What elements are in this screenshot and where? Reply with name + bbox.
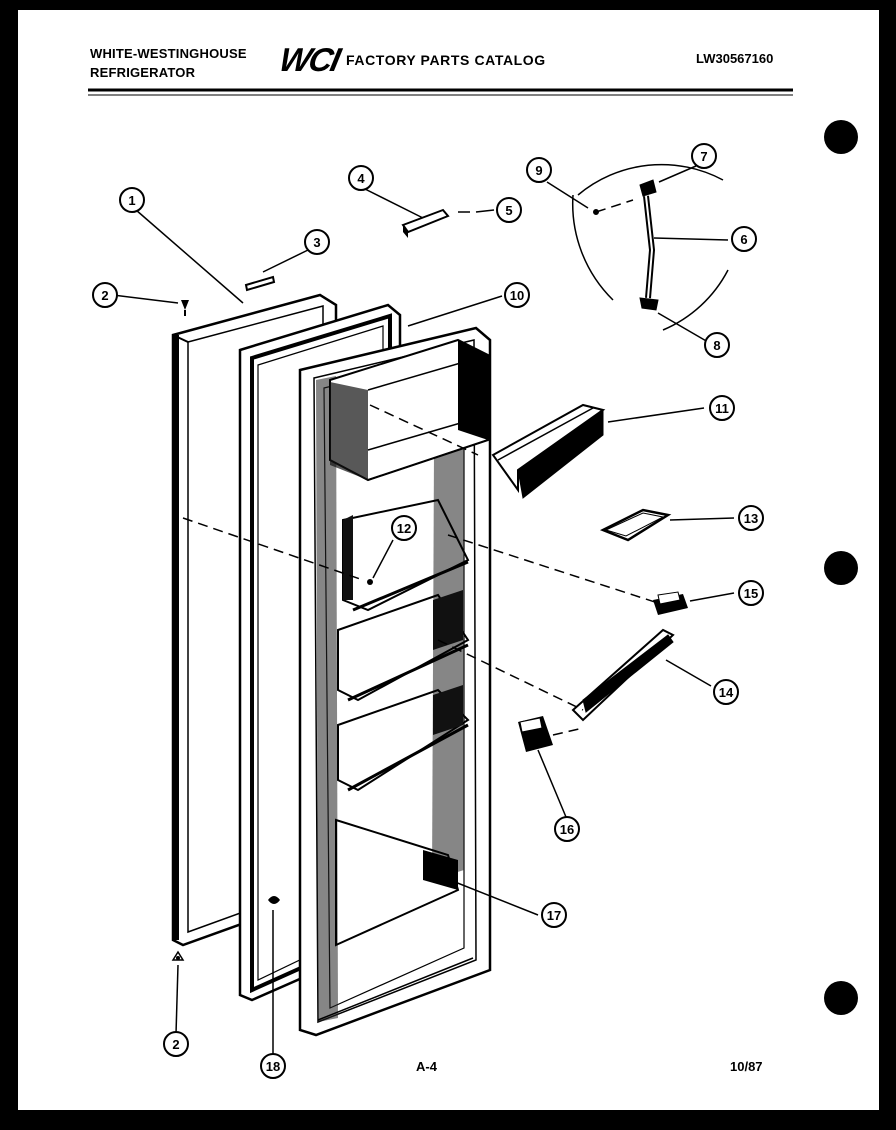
callout-label: 16: [560, 822, 574, 837]
brand-line-1: WHITE-WESTINGHOUSE: [90, 46, 247, 61]
screw-bottom: [171, 950, 185, 961]
callout-11: 11: [709, 395, 735, 421]
callout-15: 15: [738, 580, 764, 606]
callout-label: 7: [700, 149, 707, 164]
latch-18: [268, 896, 280, 904]
callout-label: 14: [719, 685, 734, 700]
catalog-title: FACTORY PARTS CATALOG: [346, 52, 546, 68]
callout-1: 1: [119, 187, 145, 213]
end-cap-15: [653, 591, 688, 615]
callout-8: 8: [704, 332, 730, 358]
callout-label: 10: [510, 288, 524, 303]
model-number: LW30567160: [696, 51, 774, 66]
catalog-page: WHITE-WESTINGHOUSE REFRIGERATOR WCI FACT…: [18, 10, 879, 1110]
callout-5: 5: [496, 197, 522, 223]
callout-label: 5: [505, 203, 512, 218]
callout-label: 9: [535, 163, 542, 178]
callout-label: 8: [713, 338, 720, 353]
callout-17: 17: [541, 902, 567, 928]
brand-line-2: REFRIGERATOR: [90, 65, 196, 80]
trim-piece-4: [401, 208, 450, 238]
callout-10: 10: [504, 282, 530, 308]
callout-12: 12: [391, 515, 417, 541]
punch-hole-top: [824, 120, 858, 154]
callout-label: 2: [172, 1037, 179, 1052]
page-number: A-4: [416, 1059, 437, 1074]
callout-3: 3: [304, 229, 330, 255]
callout-label: 17: [547, 908, 561, 923]
assembly-dashes: [182, 199, 659, 736]
handle-assembly: [571, 163, 729, 331]
callout-label: 4: [357, 171, 365, 186]
callout-label: 12: [397, 521, 411, 536]
callout-label: 18: [266, 1059, 280, 1074]
shelf-rail-14: [571, 628, 675, 722]
shelf-insert-13: [599, 508, 672, 542]
callout-4: 4: [348, 165, 374, 191]
trim-piece-3: [244, 275, 276, 292]
callout-label: 11: [715, 401, 729, 416]
binder-edge: [0, 0, 18, 1130]
callout-label: 2: [101, 288, 108, 303]
callout-label: 13: [744, 511, 758, 526]
exploded-parts-diagram: 1 2 3 4 5 6 7 8 9 10 11 12 13 14 15 16 1…: [88, 88, 793, 1079]
callout-6: 6: [731, 226, 757, 252]
header-rule: [88, 88, 793, 96]
punch-hole-bottom: [824, 981, 858, 1015]
callout-18: 18: [260, 1053, 286, 1079]
callout-label: 1: [128, 193, 135, 208]
callout-2-bottom: 2: [163, 1031, 189, 1057]
clip-12: [367, 579, 373, 585]
callout-13: 13: [738, 505, 764, 531]
callout-9: 9: [526, 157, 552, 183]
callout-label: 15: [744, 586, 758, 601]
revision-date: 10/87: [730, 1059, 763, 1074]
screw-top: [181, 300, 189, 316]
callout-2-top: 2: [92, 282, 118, 308]
shelf-bar-11: [491, 403, 606, 499]
punch-hole-middle: [824, 551, 858, 585]
callout-14: 14: [713, 679, 739, 705]
callout-label: 6: [740, 232, 747, 247]
callout-16: 16: [554, 816, 580, 842]
callout-label: 3: [313, 235, 320, 250]
inner-door-liner: [298, 326, 492, 1037]
leader-lines: [112, 165, 735, 1056]
end-cap-16: [518, 716, 553, 752]
callout-7: 7: [691, 143, 717, 169]
